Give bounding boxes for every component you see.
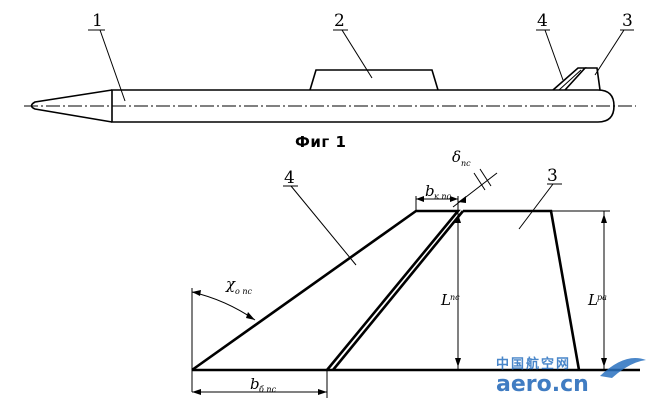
height-ra-subscript: ра	[597, 293, 607, 302]
leader-3-bottom	[518, 183, 554, 230]
missile-side-view	[24, 67, 636, 123]
rudder-outline	[463, 209, 581, 371]
part-label-4: 4	[537, 11, 548, 31]
part-label-1: 1	[92, 11, 103, 31]
top-callouts: 1 2 4 3	[88, 11, 634, 102]
sweep-symbol: χ	[225, 275, 236, 293]
height-ps-symbol: L	[440, 291, 451, 309]
watermark-english-text: aero.cn	[496, 372, 589, 397]
part-label-3-bottom: 3	[547, 166, 558, 186]
aero-cn-watermark: 中国航空网 aero.cn	[496, 356, 646, 397]
stabilizer	[552, 67, 587, 91]
stabilizer-planform	[191, 168, 640, 398]
height-ps-subscript: пс	[450, 293, 460, 302]
part-label-3: 3	[622, 11, 633, 31]
top-fairing	[309, 69, 439, 91]
leader-3	[594, 29, 625, 76]
hinge-line	[331, 210, 465, 371]
tip-chord-subscript: к пс	[434, 192, 451, 201]
rudder-fin	[585, 67, 601, 91]
leader-2	[341, 29, 373, 79]
root-chord-subscript: б пс	[259, 385, 277, 394]
figure-caption: Фиг 1	[295, 133, 346, 151]
height-ra-symbol: L	[587, 291, 598, 309]
bottom-callouts: 4 3	[283, 166, 562, 266]
stabilizer-edge-line	[558, 69, 582, 91]
gap-subscript: пс	[461, 159, 471, 168]
watermark-swoosh-icon	[600, 358, 646, 378]
stabilizer-outline	[191, 209, 461, 372]
sweep-angle-arc	[191, 291, 256, 321]
leader-4	[544, 29, 564, 81]
root-chord-symbol: b	[250, 375, 260, 393]
part-label-4-bottom: 4	[284, 168, 295, 188]
leader-4-bottom	[290, 185, 357, 266]
sweep-arrow-head-1	[192, 290, 201, 296]
dimension-symbols: χ о пс b б пс b к пс δ пс L пс L ра	[225, 148, 607, 394]
watermark-chinese-text: 中国航空网	[496, 356, 571, 372]
tip-chord-symbol: b	[425, 182, 435, 200]
sweep-arrow-head-2	[246, 312, 255, 320]
leader-1	[99, 29, 126, 102]
sweep-subscript: о пс	[235, 287, 253, 296]
gap-symbol: δ	[452, 148, 461, 166]
part-label-2: 2	[334, 11, 345, 31]
